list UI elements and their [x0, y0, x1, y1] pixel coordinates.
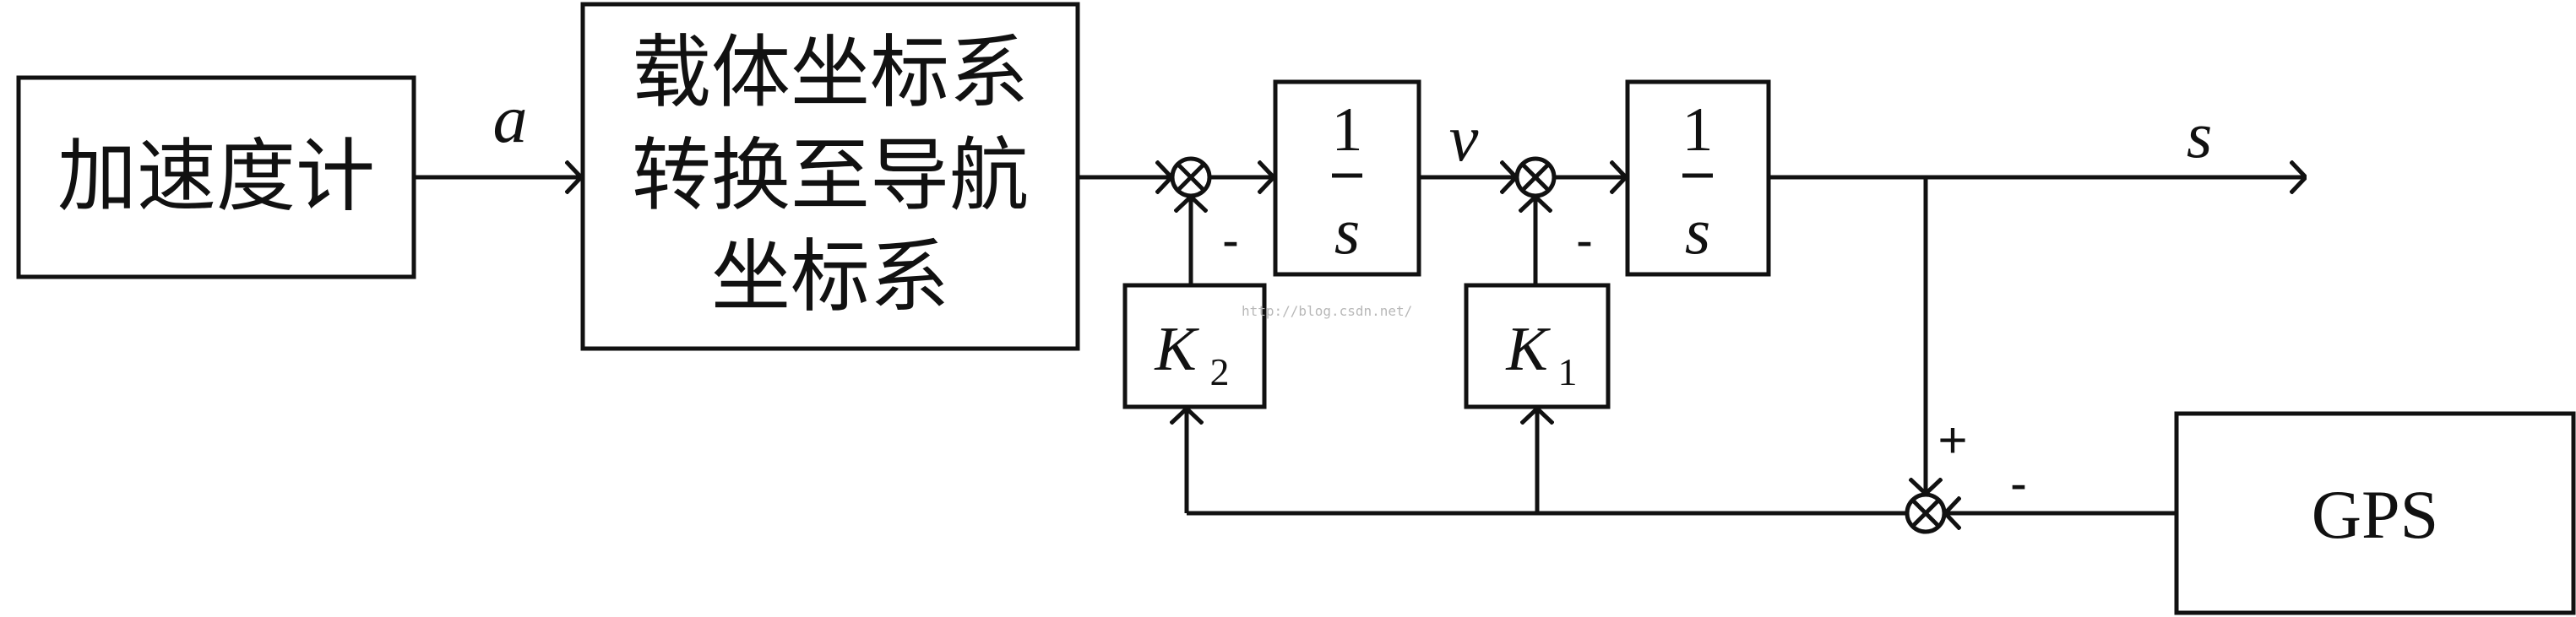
integrator-2-numerator: 1: [1682, 95, 1714, 165]
gps-block: [2174, 411, 2576, 615]
integrator-1-denominator: s: [1334, 194, 1360, 268]
gain-k2-label: K: [1154, 315, 1199, 384]
integrator-1-block: [1273, 79, 1421, 277]
watermark: http://blog.csdn.net/: [1242, 303, 1412, 319]
accelerometer-block: [16, 75, 416, 279]
sum3-plus-sign: +: [1937, 412, 1967, 468]
frame-transform-line-3: 坐标系: [711, 231, 949, 323]
sum1-minus-sign: -: [1222, 212, 1239, 268]
gps-label: GPS: [2312, 476, 2438, 553]
summing-junction-1: [1170, 156, 1212, 198]
gain-k1-label: K: [1505, 315, 1551, 384]
sum2-minus-sign: -: [1576, 212, 1593, 268]
frame-transform-line-1: 载体坐标系: [632, 27, 1029, 119]
summing-junction-2: [1514, 156, 1557, 198]
accelerometer-label: 加速度计: [57, 131, 375, 223]
signal-s-label: s: [2187, 98, 2212, 171]
gain-k1-block: [1464, 283, 1611, 409]
summing-junction-3: [1905, 492, 1947, 534]
signal-v-label: v: [1449, 101, 1479, 175]
gain-k2-block: [1122, 283, 1267, 409]
integrator-2-block: [1625, 79, 1771, 277]
signal-a-label: a: [493, 80, 528, 157]
gain-k1-subscript: 1: [1558, 350, 1578, 393]
integrator-2-denominator: s: [1685, 194, 1710, 268]
sum3-minus-sign: -: [2010, 455, 2027, 511]
frame-transform-block: [580, 2, 1080, 351]
frame-transform-line-2: 转换至导航: [632, 130, 1029, 222]
gain-k2-subscript: 2: [1210, 350, 1230, 393]
integrator-1-numerator: 1: [1332, 95, 1363, 165]
